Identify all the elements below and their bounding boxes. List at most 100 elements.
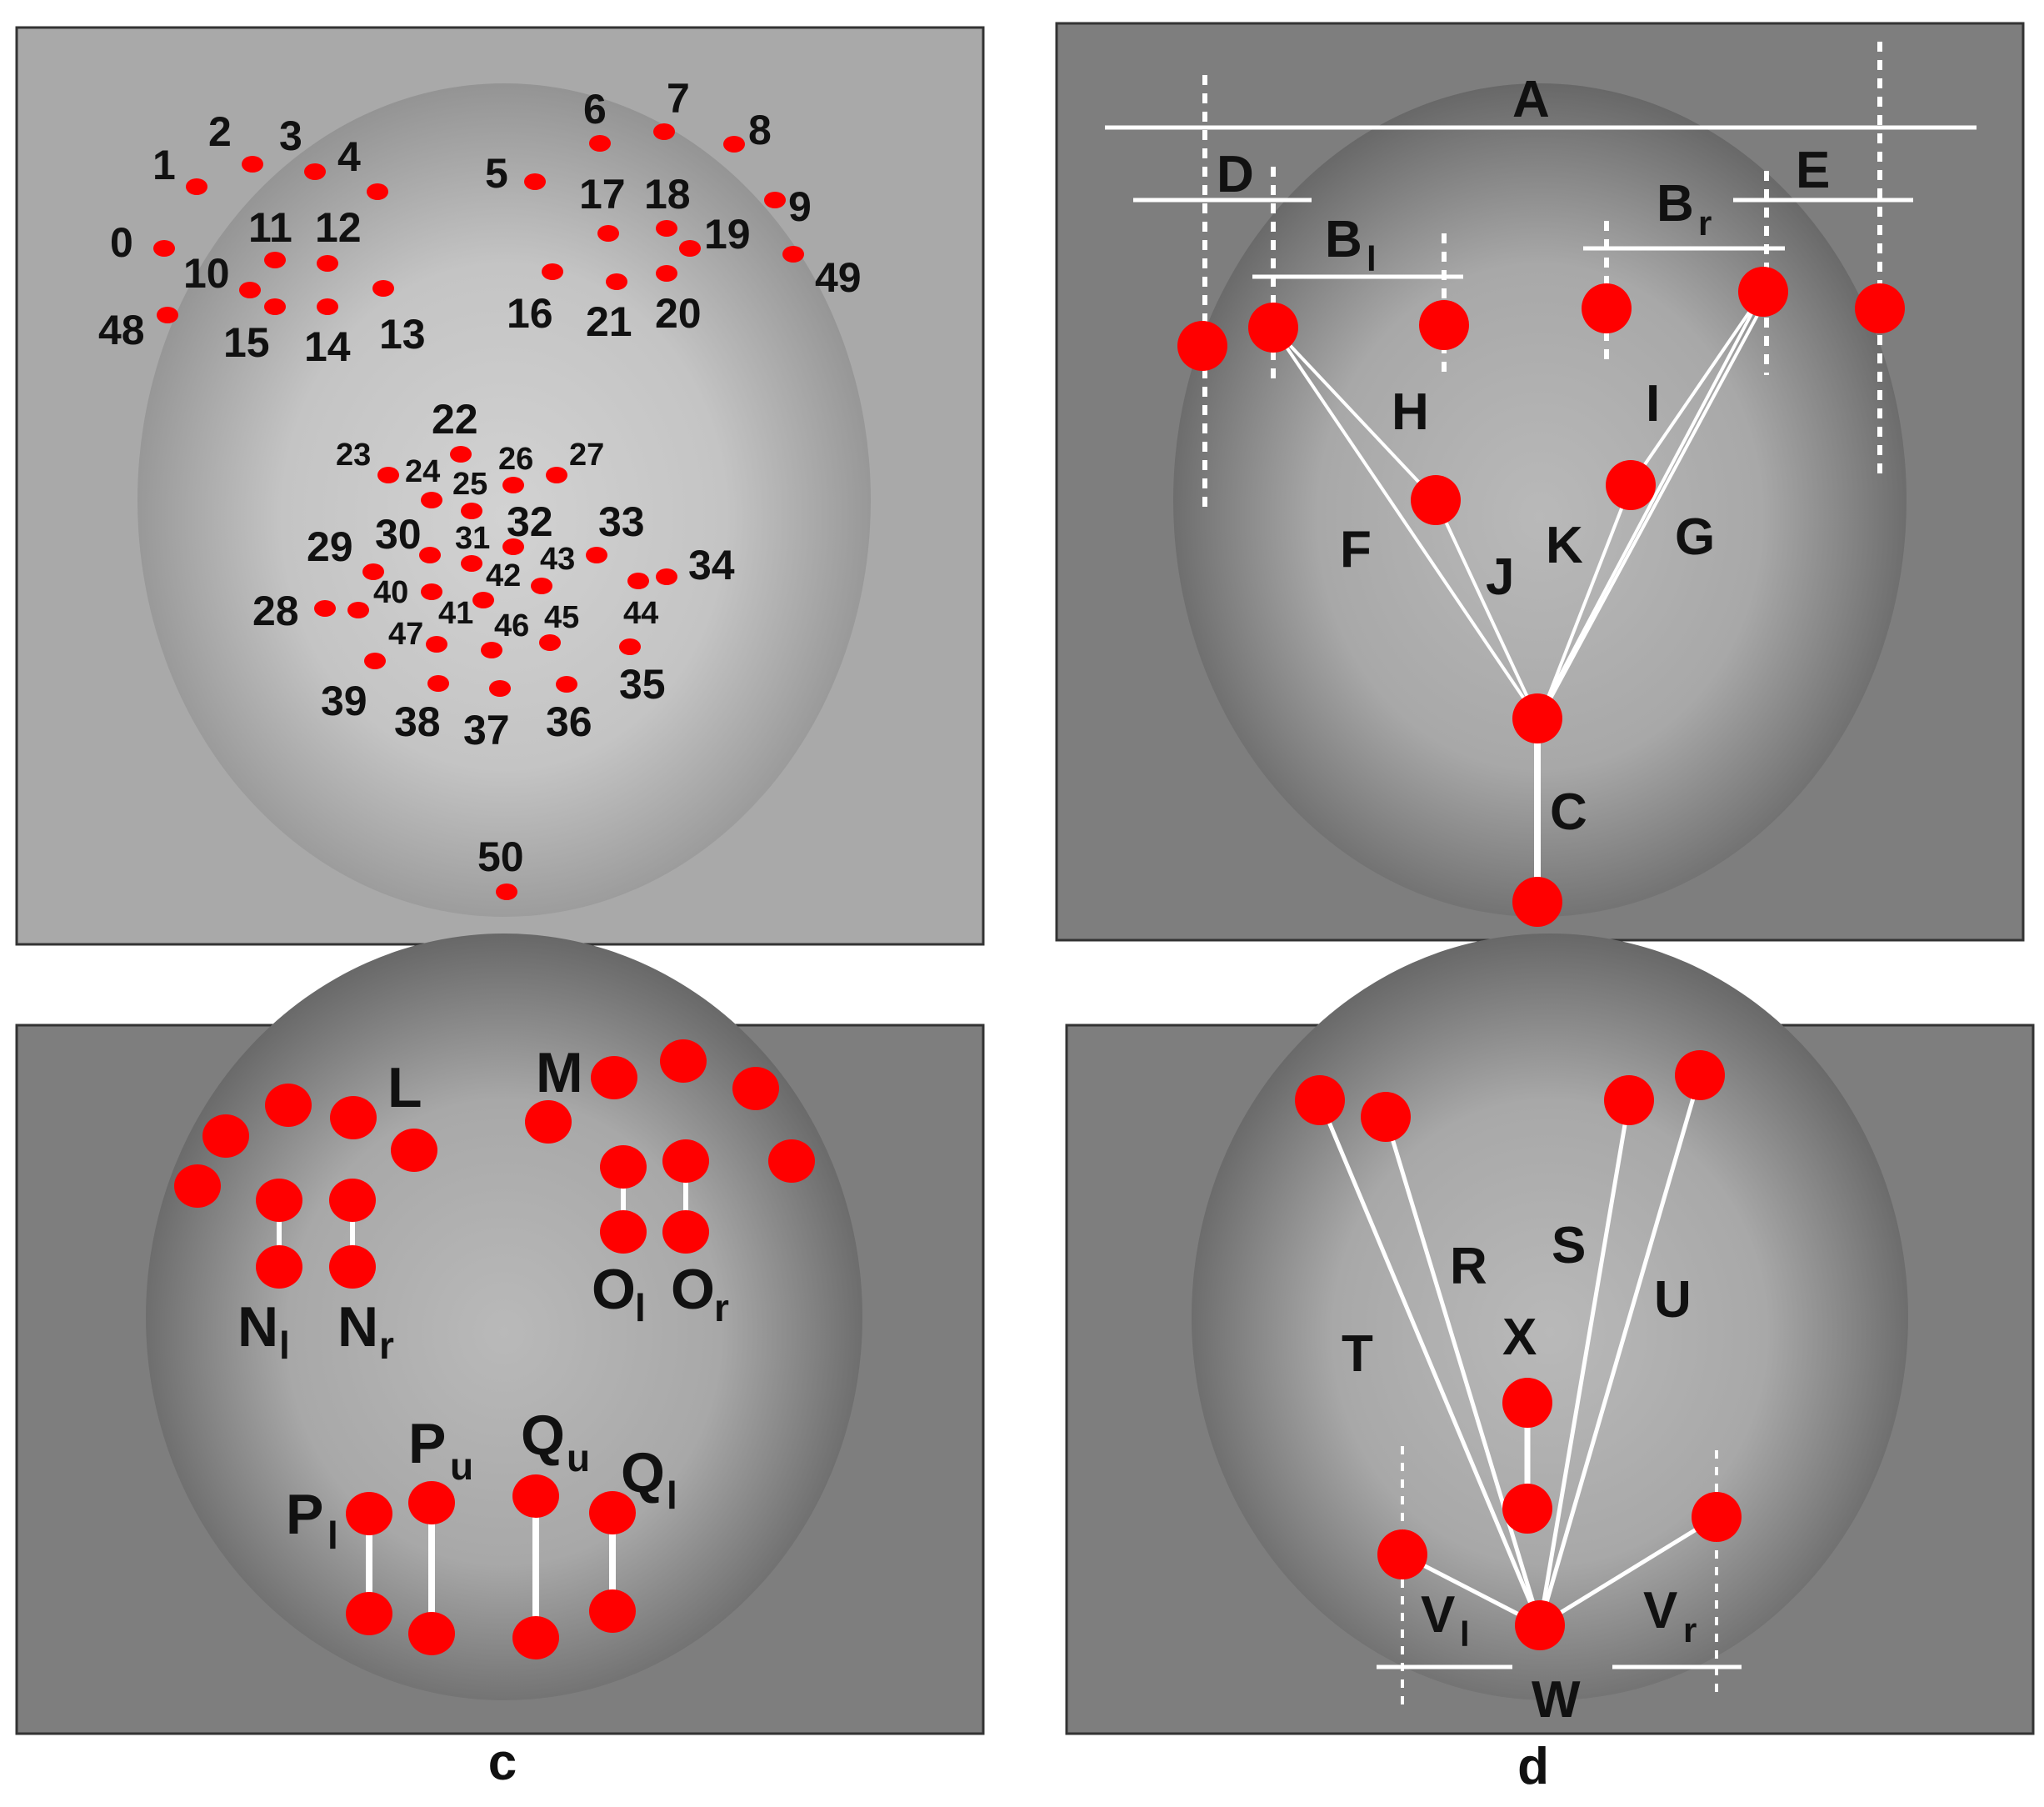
landmark-dot-c-15 — [329, 1245, 376, 1289]
landmark-number-45: 45 — [544, 600, 579, 635]
landmark-dot-b-8 — [1512, 693, 1562, 743]
landmark-dot-a-48 — [157, 307, 178, 323]
measure-label-ol-subscript: l — [635, 1286, 646, 1329]
measure-label-vr-subscript: r — [1683, 1610, 1697, 1649]
landmark-dot-c-17 — [662, 1210, 709, 1254]
measure-label-x: X — [1502, 1309, 1537, 1366]
landmark-number-37: 37 — [463, 707, 510, 753]
panel-c: L M N l N r O l O r P u P l Q u Q l c — [15, 934, 985, 1791]
landmark-dot-a-6 — [589, 135, 611, 152]
landmark-number-8: 8 — [748, 107, 772, 153]
measure-line-b-11 — [1272, 326, 1539, 720]
landmark-dot-a-23 — [377, 467, 399, 483]
landmark-dot-c-8 — [732, 1067, 779, 1110]
landmark-dot-a-7 — [653, 123, 675, 140]
measure-label-g: G — [1675, 508, 1715, 566]
landmark-dot-c-13 — [662, 1139, 709, 1183]
landmark-number-26: 26 — [498, 442, 533, 477]
landmark-number-44: 44 — [623, 596, 658, 631]
landmark-dot-d-3 — [1675, 1050, 1725, 1100]
measure-label-or: O — [671, 1258, 715, 1321]
landmark-dot-a-18 — [656, 220, 677, 237]
landmark-number-33: 33 — [598, 498, 645, 545]
landmark-dot-b-1 — [1248, 303, 1298, 353]
panel-d: R S T U X V l V r W d — [1065, 934, 2035, 1795]
measure-label-u: U — [1654, 1271, 1692, 1329]
landmark-dot-a-28 — [314, 600, 336, 617]
landmark-dot-a-44 — [627, 573, 649, 589]
landmark-dot-a-37 — [489, 680, 511, 697]
measure-label-m: M — [536, 1041, 583, 1104]
landmark-dot-c-2 — [265, 1084, 312, 1127]
measure-label-ol: O — [592, 1258, 636, 1321]
measure-label-qu-subscript: u — [567, 1436, 590, 1479]
landmark-dot-a-30 — [419, 547, 441, 563]
landmark-number-47: 47 — [388, 617, 423, 652]
landmark-number-36: 36 — [546, 698, 592, 745]
landmark-dot-c-24 — [512, 1616, 559, 1659]
panel-a-landmark-numbers: 0 1 2 3 4 5 6 7 8 9 10 11 12 13 14 15 16… — [98, 75, 862, 880]
landmark-number-0: 0 — [110, 219, 133, 266]
landmark-dot-a-1 — [186, 178, 207, 195]
landmark-number-49: 49 — [815, 254, 862, 301]
landmark-number-19: 19 — [704, 211, 751, 258]
landmark-dot-d-5 — [1502, 1484, 1552, 1534]
panel-b-measure-labels: A B l B r C D E F G H I J K — [1217, 71, 1830, 841]
landmark-number-15: 15 — [223, 319, 270, 366]
landmark-dot-c-11 — [329, 1179, 376, 1222]
landmark-dot-c-25 — [589, 1589, 636, 1633]
landmark-number-14: 14 — [304, 323, 351, 370]
measure-line-b-14 — [1629, 290, 1765, 487]
measure-label-vl-subscript: l — [1460, 1614, 1470, 1654]
panel-b-landmark-dots — [1177, 267, 1905, 927]
landmark-dot-b-5 — [1855, 283, 1905, 333]
landmark-number-48: 48 — [98, 307, 145, 353]
measure-label-nl: N — [237, 1295, 278, 1359]
landmark-number-40: 40 — [373, 575, 408, 610]
landmark-dot-a-11 — [264, 252, 286, 268]
measure-line-d-1 — [1383, 1116, 1542, 1626]
landmark-dot-a-43 — [531, 578, 552, 594]
landmark-number-50: 50 — [477, 833, 524, 880]
measure-label-l: L — [387, 1056, 422, 1119]
landmark-number-3: 3 — [279, 113, 302, 159]
landmark-dot-b-9 — [1512, 877, 1562, 927]
landmark-dot-a-42 — [472, 592, 494, 608]
measure-line-b-15 — [1538, 298, 1768, 719]
landmark-dot-c-0 — [174, 1164, 221, 1208]
measure-label-e: E — [1796, 142, 1830, 199]
measure-line-b-13 — [1536, 291, 1765, 719]
landmark-dot-c-18 — [346, 1492, 392, 1535]
landmark-number-2: 2 — [208, 108, 232, 155]
landmark-dot-a-17 — [597, 225, 619, 242]
landmark-number-23: 23 — [336, 438, 371, 473]
landmark-number-25: 25 — [452, 467, 487, 502]
landmark-dot-b-6 — [1411, 475, 1461, 525]
landmark-number-4: 4 — [337, 133, 361, 180]
panel-a: 0 1 2 3 4 5 6 7 8 9 10 11 12 13 14 15 16… — [15, 26, 985, 1020]
landmark-dot-a-35 — [619, 638, 641, 655]
measure-line-d-0 — [1317, 1099, 1542, 1626]
landmark-dot-a-22 — [450, 446, 472, 463]
landmark-dot-a-45 — [539, 634, 561, 651]
landmark-number-43: 43 — [540, 542, 575, 577]
measure-label-pl: P — [286, 1483, 323, 1546]
landmark-number-7: 7 — [667, 75, 690, 122]
measure-label-or-subscript: r — [714, 1286, 729, 1329]
measure-line-b-16 — [1434, 499, 1539, 719]
landmark-dot-a-32 — [502, 538, 524, 555]
landmark-dot-a-31 — [461, 555, 482, 572]
landmark-number-13: 13 — [379, 311, 426, 358]
landmark-dot-a-40 — [347, 602, 369, 618]
landmark-dot-d-6 — [1377, 1529, 1427, 1579]
landmark-number-9: 9 — [788, 183, 812, 230]
landmark-number-11: 11 — [248, 204, 292, 251]
landmark-dot-c-10 — [256, 1179, 302, 1222]
panel-c-landmark-dots — [174, 1039, 815, 1659]
landmark-dot-c-12 — [600, 1145, 647, 1189]
panel-a-face — [137, 83, 871, 917]
landmark-number-29: 29 — [307, 523, 353, 570]
landmark-number-35: 35 — [619, 661, 666, 708]
measure-label-h: H — [1392, 383, 1429, 441]
